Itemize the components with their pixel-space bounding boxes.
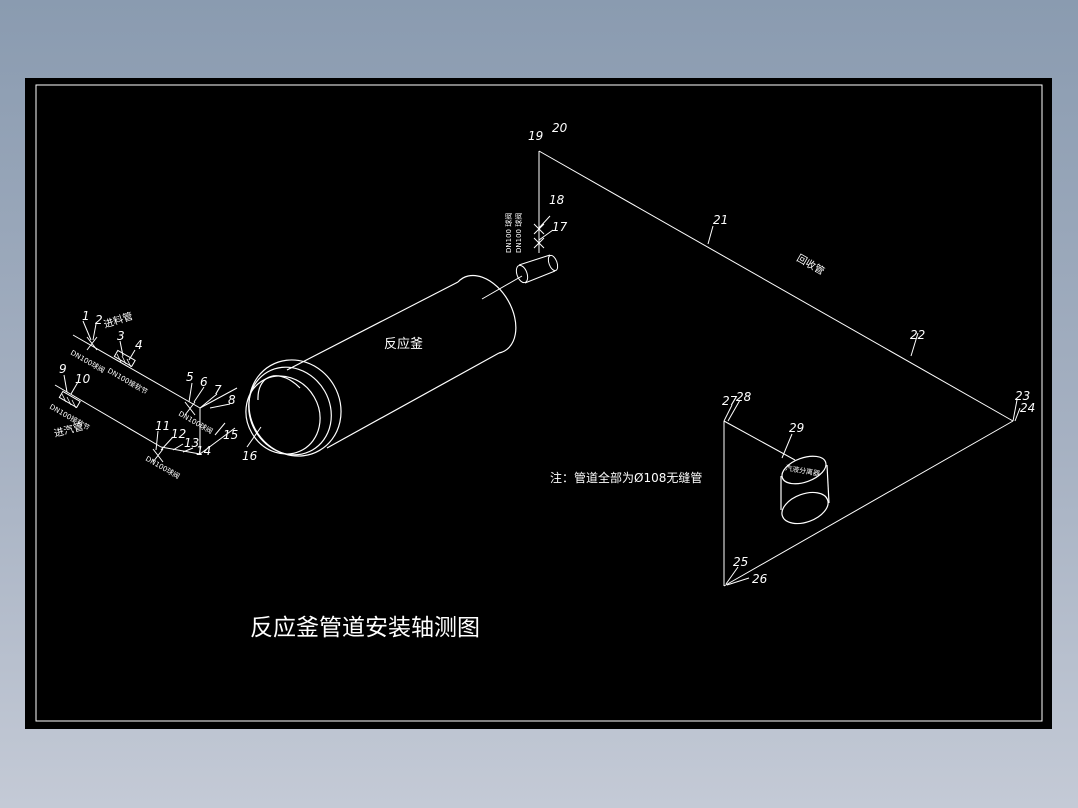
item-number-18: 18 — [549, 193, 565, 207]
leader-lines-left — [63, 320, 262, 453]
return-pipe — [538, 150, 1014, 422]
item-number-2: 2 — [95, 313, 103, 327]
item-number-28: 28 — [736, 390, 752, 404]
riser-valve-label-1: DN100 球阀 — [504, 213, 513, 253]
item-number-26: 26 — [752, 572, 768, 586]
item-number-24: 24 — [1020, 401, 1035, 415]
item-number-6: 6 — [200, 375, 208, 389]
item-number-10: 10 — [75, 372, 91, 386]
leader-lines-right — [538, 215, 1021, 586]
item-number-29: 29 — [789, 421, 804, 435]
drawing-title: 反应釜管道安装轴测图 — [250, 615, 480, 641]
reactor-vessel — [245, 274, 517, 457]
pipe-note: 注：管道全部为Ø108无缝管 — [550, 470, 702, 485]
item-number-5: 5 — [186, 370, 194, 384]
item-number-14: 14 — [196, 444, 211, 458]
item-number-1: 1 — [82, 309, 90, 323]
item-number-8: 8 — [228, 393, 236, 407]
outlet-cylinder — [515, 254, 559, 284]
item-number-23: 23 — [1015, 389, 1030, 403]
fitting-label-5: DN100球阀 — [144, 454, 181, 481]
drawing-border — [35, 84, 1043, 722]
item-number-25: 25 — [733, 555, 748, 569]
item-number-22: 22 — [910, 328, 925, 342]
fitting-label-1: DN100球阀 — [69, 348, 106, 375]
item-number-19: 19 — [528, 129, 543, 143]
steam-pipe — [54, 384, 162, 448]
fitting-label-2: DN100接软节 — [106, 366, 149, 396]
item-number-17: 17 — [552, 220, 568, 234]
right-valve-lower — [152, 448, 164, 463]
item-number-27: 27 — [722, 394, 738, 408]
item-number-12: 12 — [171, 427, 186, 441]
feed-pipe — [72, 334, 201, 409]
item-number-16: 16 — [242, 449, 258, 463]
separator-vessel — [780, 455, 830, 525]
item-number-15: 15 — [223, 428, 238, 442]
item-number-9: 9 — [59, 362, 67, 376]
feed-pipe-label: 进料管 — [102, 309, 135, 331]
return-pipe-label: 回收管 — [795, 251, 827, 277]
reactor-label: 反应釜 — [384, 336, 423, 352]
right-valve-upper — [184, 401, 196, 416]
isometric-drawing: 反应釜 DN100 球阀 DN100 球阀 回收管 汽液分离器 — [35, 84, 1043, 722]
item-number-20: 20 — [552, 121, 568, 135]
feed-valve — [86, 336, 98, 351]
riser-valves — [533, 223, 545, 249]
item-number-11: 11 — [155, 419, 170, 433]
item-number-13: 13 — [184, 436, 199, 450]
riser-valve-label-2: DN100 球阀 — [514, 213, 523, 253]
item-number-4: 4 — [135, 338, 143, 352]
cad-drawing-sheet[interactable]: 反应釜 DN100 球阀 DN100 球阀 回收管 汽液分离器 — [25, 78, 1052, 729]
item-number-7: 7 — [214, 383, 222, 397]
feed-joint — [113, 349, 136, 368]
separator-label: 汽液分离器 — [785, 463, 821, 478]
steam-joint — [58, 390, 81, 409]
item-number-21: 21 — [713, 213, 728, 227]
item-number-3: 3 — [117, 329, 125, 343]
